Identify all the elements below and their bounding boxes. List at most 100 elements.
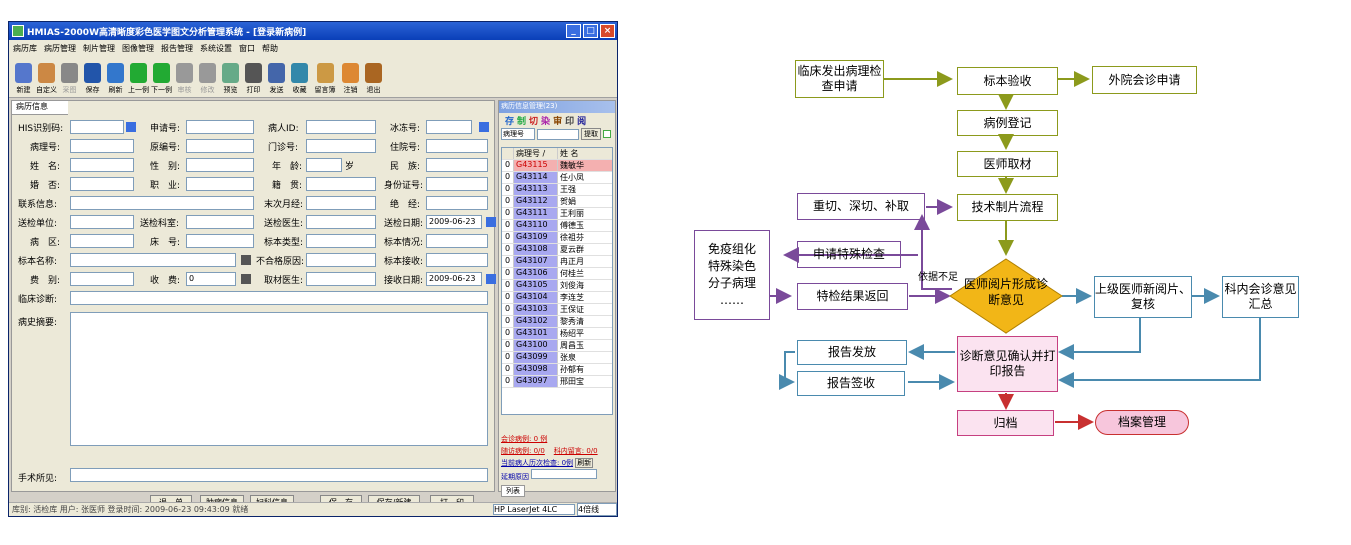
toolbar-button[interactable]: 注销 (340, 63, 361, 95)
toolbar-button[interactable]: 退出 (363, 63, 384, 95)
menu-item[interactable]: 制片管理 (83, 43, 115, 53)
send-date-input[interactable]: 2009-06-23 (426, 215, 482, 229)
last-menses-input[interactable] (306, 196, 376, 210)
original-no-input[interactable] (186, 139, 254, 153)
pathology-no-input[interactable] (70, 139, 134, 153)
name-input[interactable] (70, 158, 134, 172)
filter-icon[interactable]: 制 (517, 116, 527, 127)
panel-refresh-button[interactable]: 刷新 (575, 458, 594, 468)
toolbar-button[interactable]: 留言簿 (312, 63, 338, 95)
send-dept-input[interactable] (186, 215, 254, 229)
fee-input[interactable]: 0 (186, 272, 236, 286)
delay-reason-link[interactable]: 延期原因 (501, 473, 529, 481)
filter-icon[interactable]: 存 (505, 116, 515, 127)
sampling-doctor-input[interactable] (306, 272, 376, 286)
tab-case-info[interactable]: 病历信息 (12, 101, 68, 115)
frozen-dropdown-icon[interactable] (479, 122, 489, 132)
specimen-receive-input[interactable] (426, 253, 488, 267)
specimen-name-input[interactable] (70, 253, 236, 267)
list-tab[interactable]: 列表 (501, 485, 525, 497)
request-no-input[interactable] (186, 120, 254, 134)
filter-icon[interactable]: 印 (565, 116, 575, 127)
contact-input[interactable] (70, 196, 254, 210)
filter-icon[interactable]: 切 (529, 116, 539, 127)
outpatient-no-input[interactable] (306, 139, 376, 153)
extract-checkbox[interactable] (603, 130, 611, 138)
toolbar-button[interactable]: 采图 (59, 63, 80, 95)
toolbar-button[interactable]: 刷新 (105, 63, 126, 95)
header-pathology-no[interactable]: 病理号 / (514, 148, 558, 159)
maximize-button[interactable]: □ (583, 24, 598, 38)
fee-type-input[interactable] (70, 272, 134, 286)
his-id-input[interactable] (70, 120, 124, 134)
gender-input[interactable] (186, 158, 254, 172)
consult-cases-link[interactable]: 会诊病例: 0 例 (501, 435, 548, 443)
menu-item[interactable]: 帮助 (262, 43, 278, 53)
ethnicity-input[interactable] (426, 158, 488, 172)
close-button[interactable]: × (600, 24, 615, 38)
filter-icon[interactable]: 审 (553, 116, 563, 127)
send-doctor-input[interactable] (306, 215, 376, 229)
minimize-button[interactable]: _ (566, 24, 581, 38)
send-date-spin-icon[interactable] (486, 217, 496, 227)
receive-date-input[interactable]: 2009-06-23 (426, 272, 482, 286)
filter-icon[interactable]: 阅 (577, 116, 587, 127)
printer-select[interactable]: HP LaserJet 4LC (493, 504, 575, 515)
delay-reason-input[interactable] (531, 469, 598, 479)
unqualified-reason-input[interactable] (306, 253, 376, 267)
bed-no-input[interactable] (186, 234, 254, 248)
patient-id-input[interactable] (306, 120, 376, 134)
toolbar-button[interactable]: 审核 (174, 63, 195, 95)
search-input[interactable] (537, 128, 579, 140)
menu-item[interactable]: 病历管理 (44, 43, 76, 53)
occupation-input[interactable] (186, 177, 254, 191)
zoom-select[interactable]: 4倍线 (577, 503, 617, 516)
send-unit-input[interactable] (70, 215, 134, 229)
toolbar-button[interactable]: 上一例 (128, 63, 149, 95)
toolbar-button[interactable]: 新建 (13, 63, 34, 95)
surgery-findings-input[interactable] (70, 468, 488, 482)
dept-messages-link[interactable]: 科内留言: 0/0 (553, 447, 598, 455)
his-dropdown-icon[interactable] (126, 122, 136, 132)
toolbar-button[interactable]: 下一例 (151, 63, 172, 95)
toolbar-button[interactable]: 打印 (243, 63, 264, 95)
marital-input[interactable] (70, 177, 134, 191)
header-name[interactable]: 姓 名 (560, 149, 579, 158)
id-card-input[interactable] (426, 177, 488, 191)
toolbar-button[interactable]: 发送 (266, 63, 287, 95)
age-input[interactable] (306, 158, 342, 172)
menu-item[interactable]: 报告管理 (161, 43, 193, 53)
specimen-name-picker-icon[interactable] (241, 255, 251, 265)
history-summary-textarea[interactable] (70, 312, 488, 446)
inpatient-no-input[interactable] (426, 139, 488, 153)
menu-item[interactable]: 系统设置 (200, 43, 232, 53)
receive-date-spin-icon[interactable] (486, 274, 496, 284)
fee-picker-icon[interactable] (241, 274, 251, 284)
followup-cases-link[interactable]: 随访病例: 0/0 (501, 447, 545, 455)
search-field-select[interactable]: 病理号 (501, 128, 535, 140)
frozen-no-input[interactable] (426, 120, 472, 134)
extract-button[interactable]: 提取 (581, 128, 601, 140)
ward-input[interactable] (70, 234, 134, 248)
clinical-diagnosis-input[interactable] (70, 291, 488, 305)
menu-item[interactable]: 图像管理 (122, 43, 154, 53)
toolbar-button[interactable]: 预览 (220, 63, 241, 95)
